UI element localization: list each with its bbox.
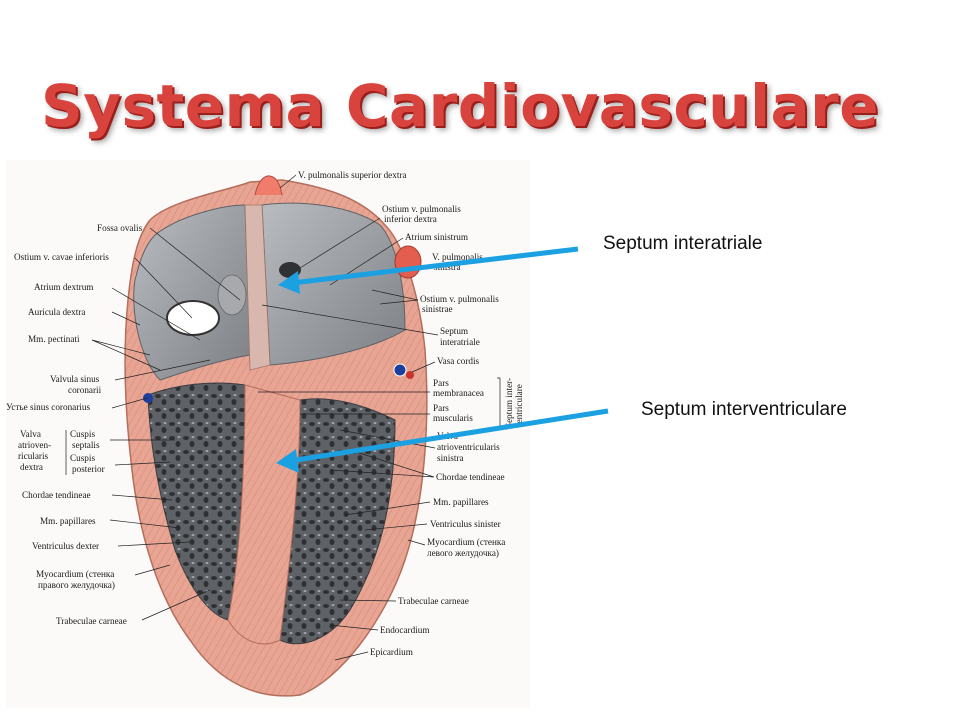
label-cuspis-posterior-1: Cuspis (70, 453, 95, 463)
label-mm-pectinati: Mm. pectinati (28, 334, 80, 344)
left-labels: Fossa ovalis Ostium v. cavae inferioris … (6, 223, 241, 626)
label-ostium-pulm-sin-1: Ostium v. pulmonalis (420, 294, 499, 304)
label-ventriculus-sinister: Ventriculus sinister (430, 519, 501, 529)
label-auricula-dextra: Auricula dextra (28, 307, 85, 317)
fossa-ovalis (217, 274, 247, 316)
label-vasa-cordis: Vasa cordis (437, 356, 480, 366)
label-endocardium: Endocardium (380, 625, 430, 635)
vasa-cordis-vessel (393, 363, 407, 377)
label-septum-interatriale-2: interatriale (440, 337, 480, 347)
vasa-cordis-vessel-red (406, 371, 414, 379)
label-valvula-sinus-2: coronarii (68, 385, 102, 395)
label-ostium-pulm-inf-2: inferior dextra (384, 214, 437, 224)
label-ostium-v-cavae: Ostium v. cavae inferioris (14, 252, 109, 262)
label-mm-papillares-right: Mm. papillares (433, 497, 489, 507)
label-valva-1: Valva (20, 429, 41, 439)
label-ostium-pulm-sin-2: sinistrae (422, 304, 453, 314)
label-septum-intervent-vert: Septum inter- (504, 378, 514, 428)
coronary-vessel-right (143, 393, 153, 403)
interventricular-septum (227, 384, 301, 645)
label-septum-intervent-vert-2: ventriculare (514, 384, 524, 428)
label-atrium-sinistrum: Atrium sinistrum (405, 232, 468, 242)
pulmonary-vein-superior (254, 175, 283, 196)
label-chordae-right: Chordae tendineae (436, 472, 505, 482)
label-trabeculae-right: Trabeculae carneae (398, 596, 469, 606)
slide-title: Systema Cardiovasculare (40, 72, 880, 140)
label-cuspis-septalis-1: Cuspis (70, 429, 95, 439)
label-atrium-dextrum: Atrium dextrum (34, 282, 93, 292)
callout-septum-interatriale: Septum interatriale (603, 233, 763, 254)
label-ostium-pulm-inf-1: Ostium v. pulmonalis (382, 204, 461, 214)
label-valvula-sinus-1: Valvula sinus (50, 374, 100, 384)
label-cuspis-posterior-2: posterior (72, 464, 105, 474)
label-fossa-ovalis: Fossa ovalis (97, 223, 143, 233)
label-v-pulm-sin-1: V. pulmonalis (432, 252, 483, 262)
label-pars-musc-1: Pars (433, 403, 449, 413)
interatrial-septum (244, 204, 271, 371)
label-valva-2: atrioven- (18, 440, 51, 450)
label-ventriculus-dexter: Ventriculus dexter (32, 541, 99, 551)
label-myocardium-right-1: Myocardium (стенка (36, 569, 114, 579)
label-valva-sin-3: sinistra (437, 453, 464, 463)
label-myocardium-left-2: левого желудочка) (427, 548, 499, 558)
label-septum-interatriale-1: Septum (440, 326, 468, 336)
label-v-pulm-sup-dextra: V. pulmonalis superior dextra (298, 170, 407, 180)
label-trabeculae-left: Trabeculae carneae (56, 616, 127, 626)
label-pars-membr-2: membranacea (433, 388, 484, 398)
label-chordae-left: Chordae tendineae (22, 490, 91, 500)
label-cuspis-septalis-2: septalis (72, 440, 100, 450)
label-ustye-sinus: Устье sinus coronarius (6, 402, 90, 412)
pulmonary-vein-sinistra (394, 245, 422, 279)
label-myocardium-right-2: правого желудочка) (38, 580, 115, 590)
label-pars-musc-2: muscularis (433, 413, 473, 423)
right-atrium (133, 204, 251, 381)
callout-arrow-interventriculare (276, 408, 609, 473)
ostium-cava-inferior (166, 300, 220, 336)
callout-septum-interventriculare: Septum interventriculare (641, 399, 847, 420)
label-valva-3: ricularis (18, 451, 49, 461)
label-pars-membr-1: Pars (433, 378, 449, 388)
label-valva-4: dextra (20, 462, 43, 472)
label-epicardium: Epicardium (370, 647, 413, 657)
right-labels: V. pulmonalis superior dextra Ostium v. … (258, 170, 524, 661)
label-mm-papillares-left: Mm. papillares (40, 516, 96, 526)
label-myocardium-left-1: Myocardium (стенка (427, 537, 505, 547)
callout-arrow-interatriale (278, 246, 579, 294)
label-valva-sin-2: atrioventricularis (437, 442, 500, 452)
